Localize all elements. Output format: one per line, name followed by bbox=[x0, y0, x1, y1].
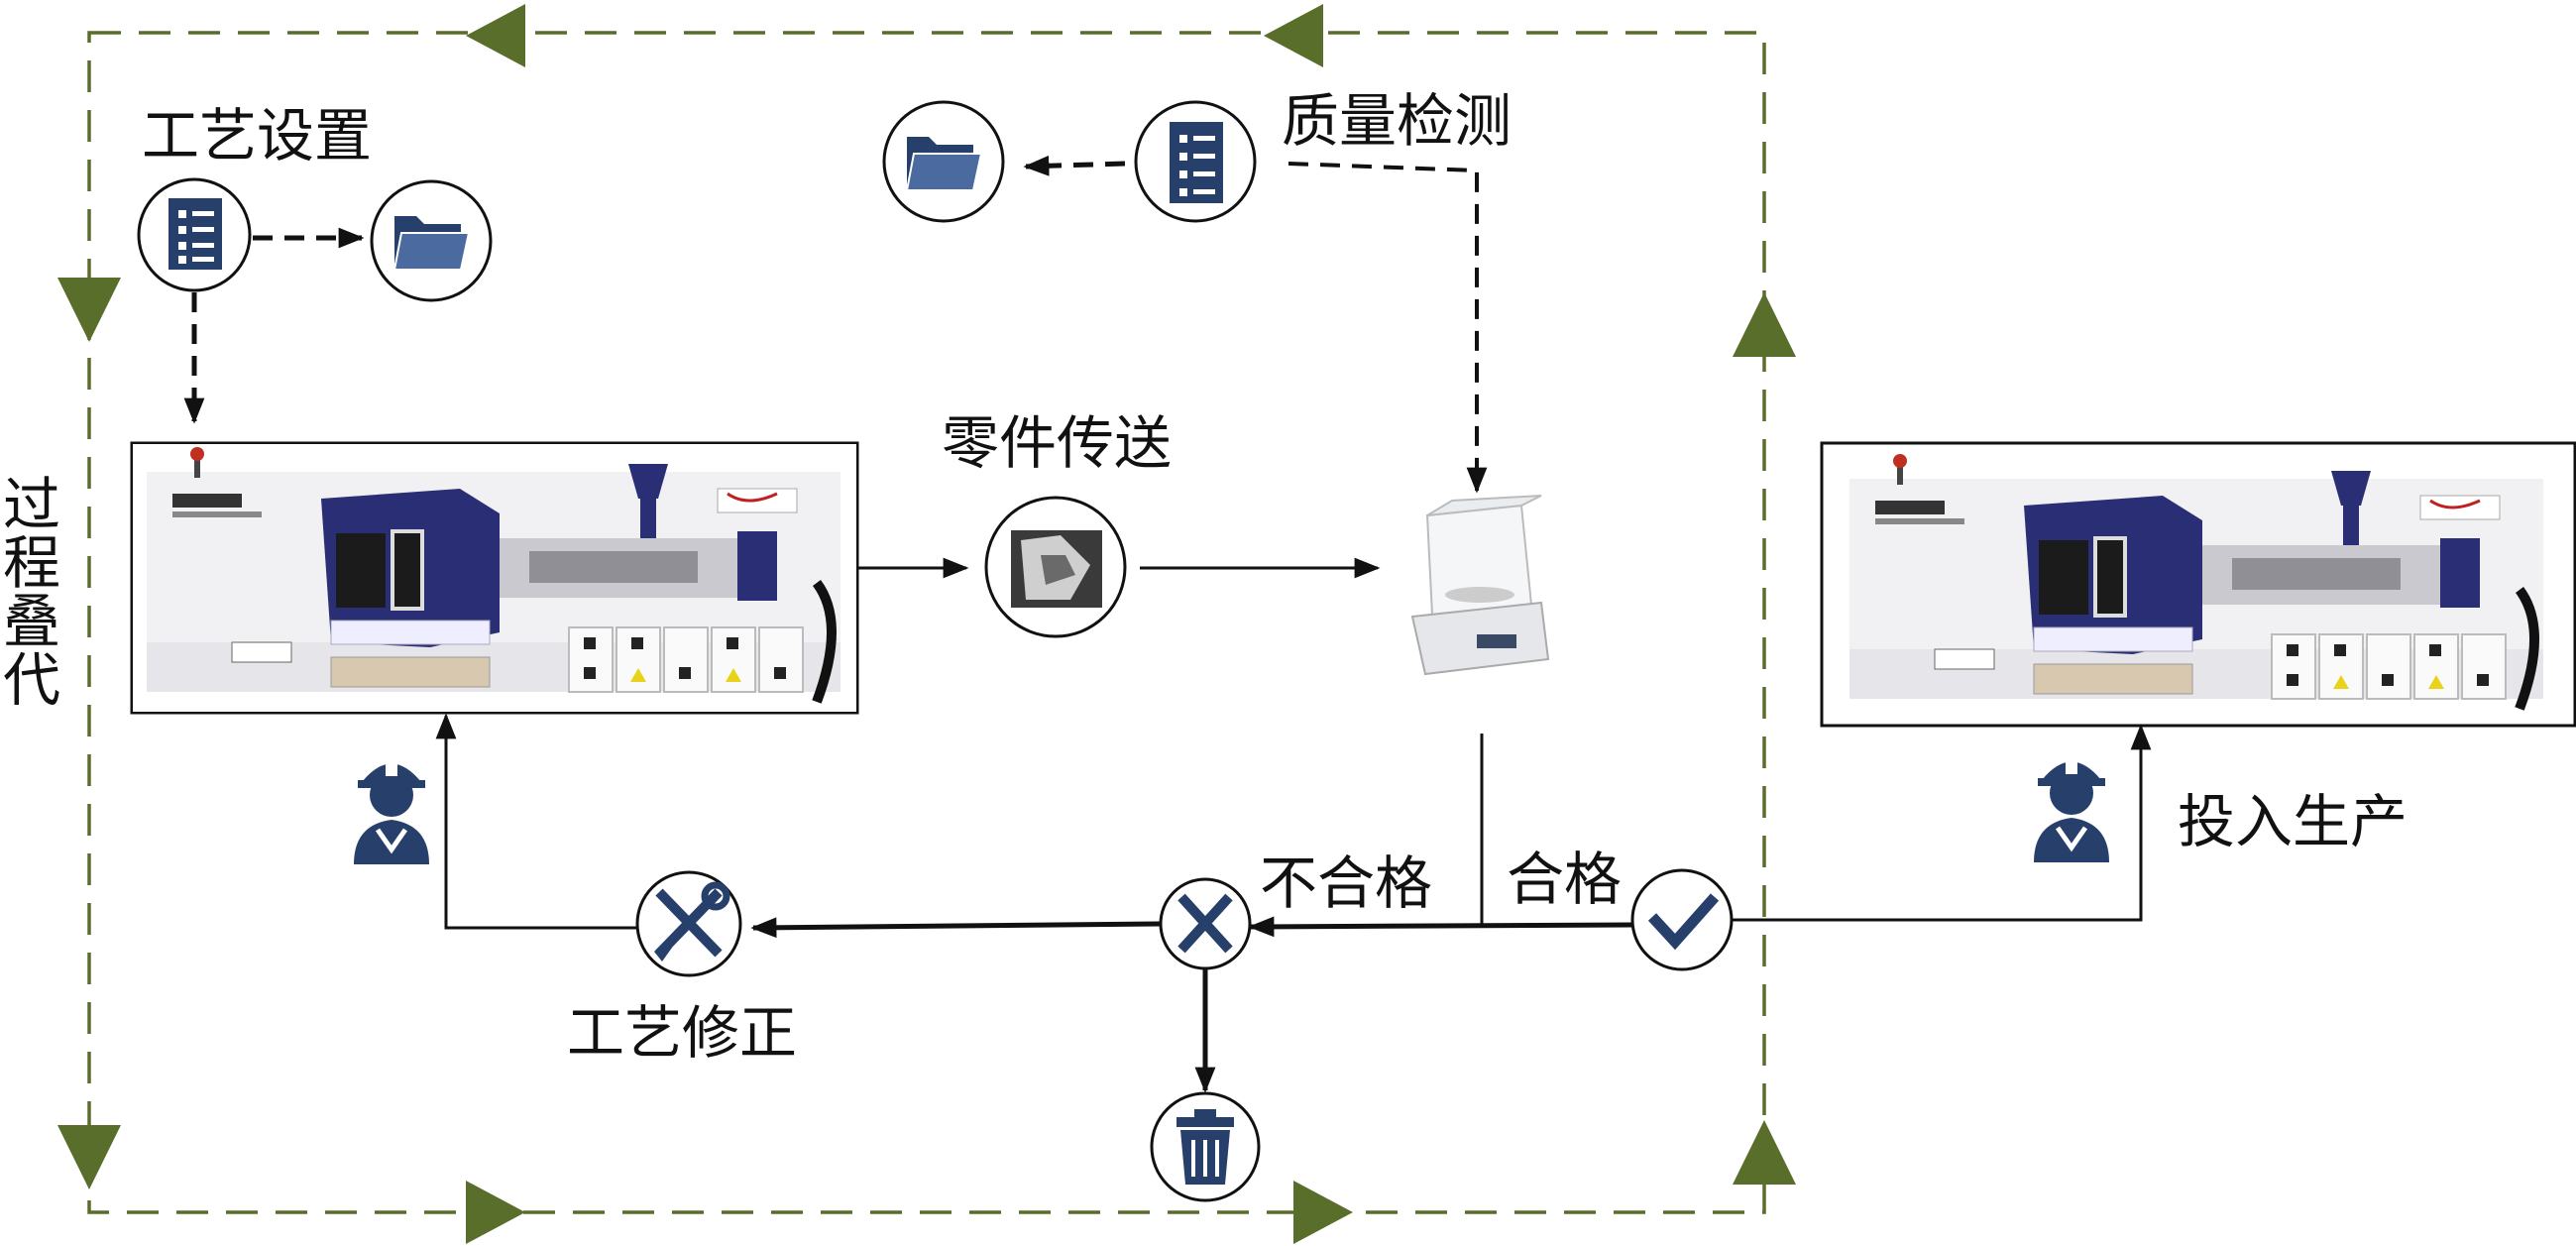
loop-arrow-icon bbox=[57, 1125, 121, 1189]
process-setup-label: 工艺设置 bbox=[142, 102, 373, 170]
unqualified-label: 不合格 bbox=[1260, 850, 1433, 917]
correction-tools-icon bbox=[635, 870, 742, 977]
put-into-production-label: 投入生产 bbox=[2178, 788, 2408, 855]
part-transfer-label: 零件传送 bbox=[942, 409, 1173, 477]
injection-machine-production bbox=[1820, 441, 2576, 728]
quality-inspection-label: 质量检测 bbox=[1282, 87, 1512, 155]
loop-arrow-icon bbox=[1293, 1181, 1353, 1244]
reject-cross-icon bbox=[1159, 877, 1252, 970]
loop-arrow-icon bbox=[1264, 4, 1323, 67]
worker-left-icon bbox=[354, 762, 429, 864]
qualified-label: 合格 bbox=[1507, 846, 1623, 913]
setup-folder-icon bbox=[370, 179, 493, 302]
loop-arrow-icon bbox=[466, 1181, 525, 1244]
loop-arrow-icon bbox=[466, 4, 525, 67]
process-correction-label: 工艺修正 bbox=[567, 999, 798, 1067]
transfer-icon bbox=[984, 496, 1127, 638]
process-iteration-label: 过程叠代 bbox=[2, 471, 60, 715]
loop-arrow-icon bbox=[57, 278, 121, 342]
loop-arrow-icon bbox=[1733, 1120, 1796, 1185]
scale-icon bbox=[1410, 495, 1550, 676]
setup-doc-icon bbox=[137, 177, 252, 292]
loop-arrow-icon bbox=[1733, 292, 1796, 357]
injection-machine-iteration bbox=[132, 443, 857, 713]
qc-doc-icon bbox=[1134, 100, 1257, 223]
accept-check-icon bbox=[1630, 868, 1734, 971]
trash-icon bbox=[1150, 1091, 1261, 1202]
iteration-loop bbox=[57, 4, 1796, 1244]
worker-right-icon bbox=[2034, 760, 2109, 862]
qc-folder-icon bbox=[882, 100, 1005, 223]
